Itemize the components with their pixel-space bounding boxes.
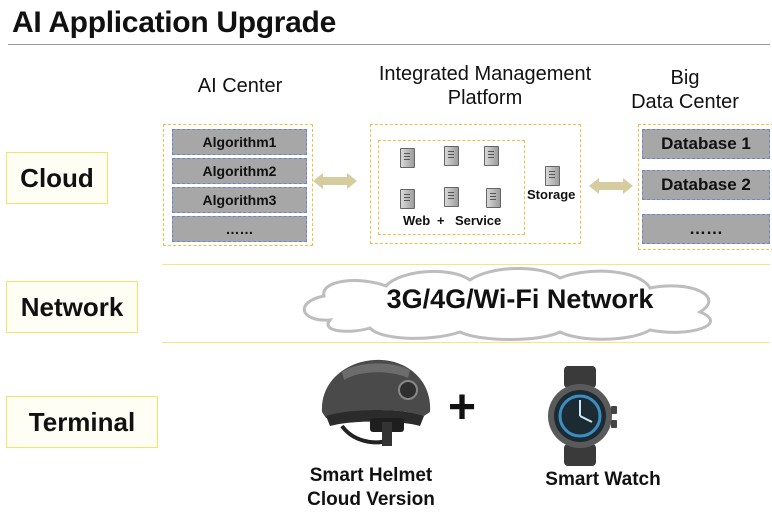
plus-sign: + xyxy=(448,381,477,434)
bigdata-header-line2: Data Center xyxy=(631,91,739,113)
helmet-label-line1: Smart Helmet xyxy=(309,465,433,486)
ai-center-box xyxy=(163,124,313,246)
platform-header: Integrated Management Platform xyxy=(340,62,630,110)
bigdata-box xyxy=(638,124,772,250)
ai-center-header: AI Center xyxy=(197,75,283,97)
bigdata-header: Big Data Center xyxy=(620,66,750,114)
tier-terminal: Terminal xyxy=(6,396,158,448)
tier-network: Network xyxy=(6,281,138,333)
platform-header-line1: Integrated Management xyxy=(378,63,592,85)
network-label: 3G/4G/Wi-Fi Network xyxy=(386,284,654,314)
divider-network-terminal xyxy=(162,342,770,343)
server-icon xyxy=(400,189,415,209)
server-icon xyxy=(444,146,459,166)
algorithm-item: Algorithm1 xyxy=(172,129,307,155)
watch-label: Smart Watch xyxy=(545,469,661,490)
platform-box xyxy=(370,124,581,244)
server-icon xyxy=(444,187,459,207)
plus-label: + xyxy=(437,213,445,228)
tier-cloud: Cloud xyxy=(6,152,108,204)
cloud-icon xyxy=(303,267,712,341)
server-icon xyxy=(484,146,499,166)
bigdata-header-line1: Big xyxy=(670,67,700,89)
web-service-box xyxy=(378,140,525,235)
smart-watch-icon xyxy=(548,366,617,466)
storage-label: Storage xyxy=(527,187,576,202)
database-item: Database 2 xyxy=(642,170,770,200)
smart-helmet-icon xyxy=(321,359,431,446)
bidirectional-arrow-icon xyxy=(313,173,357,189)
algorithm-item: Algorithm3 xyxy=(172,187,307,213)
platform-header-line2: Platform xyxy=(447,87,523,109)
database-item: Database 1 xyxy=(642,129,770,159)
algorithm-item: Algorithm2 xyxy=(172,158,307,184)
page-title: AI Application Upgrade xyxy=(12,6,336,39)
bidirectional-arrow-icon xyxy=(589,178,633,194)
server-icon xyxy=(400,148,415,168)
title-divider xyxy=(8,44,770,45)
divider-cloud-network xyxy=(162,264,770,265)
storage-server-icon xyxy=(545,166,560,186)
algorithm-item: …… xyxy=(172,216,307,242)
server-icon xyxy=(486,188,501,208)
service-label: Service xyxy=(455,213,502,228)
web-label: Web xyxy=(403,213,431,228)
database-item: …… xyxy=(642,214,770,244)
helmet-label-line2: Cloud Version xyxy=(307,489,435,510)
helmet-label: Smart Helmet Cloud Version xyxy=(290,464,452,512)
